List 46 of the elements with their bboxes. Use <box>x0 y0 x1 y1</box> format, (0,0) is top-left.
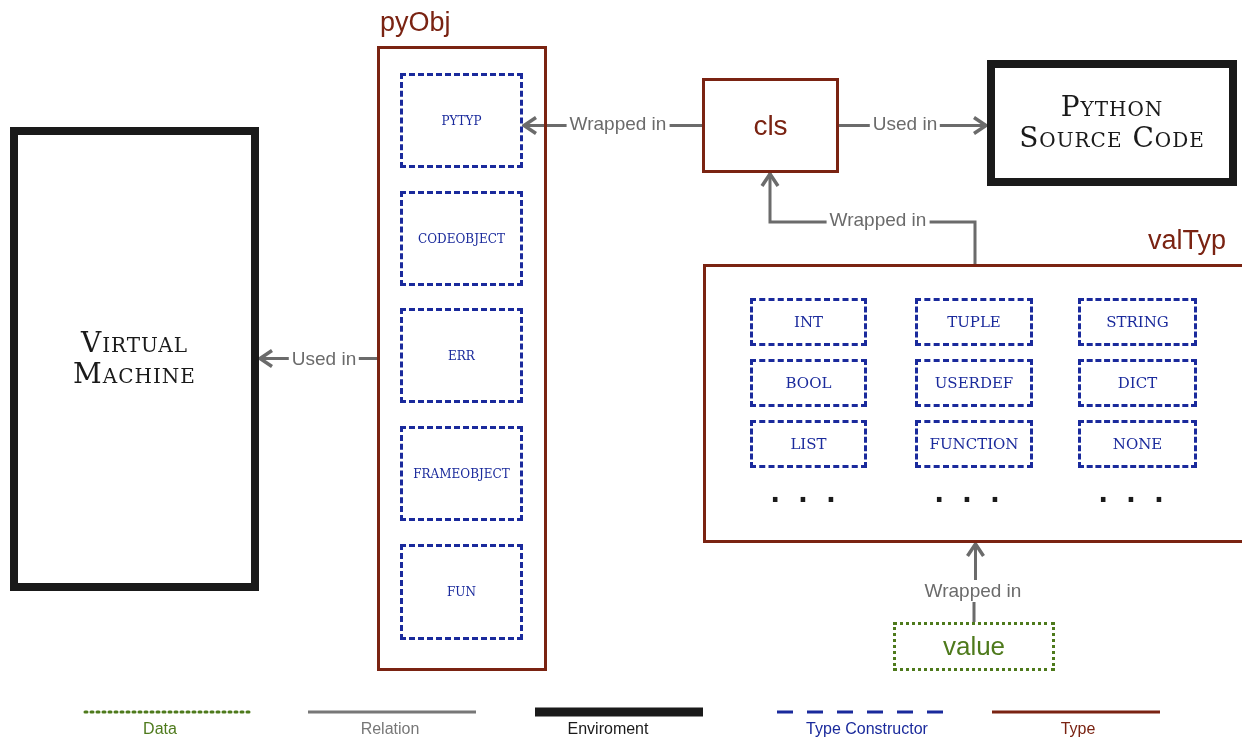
type-constructor-box <box>400 191 523 286</box>
type-constructor-box <box>1078 359 1197 407</box>
type-constructor-name: FRAMEOBJECT <box>413 466 510 481</box>
ellipsis: ... <box>770 478 854 508</box>
type-constructor-name: FUNCTION <box>929 435 1019 453</box>
ellipsis: ... <box>934 478 1018 508</box>
type-constructor-name: ERR <box>448 348 475 363</box>
type-constructor-name: BOOL <box>785 374 832 392</box>
environment-box <box>987 60 1237 186</box>
type-constructor-box <box>400 308 523 403</box>
type-constructor-box <box>750 420 867 468</box>
data-name: value <box>942 631 1006 662</box>
type-constructor-name: NONE <box>1112 435 1163 453</box>
legend-label: Type Constructor <box>806 720 928 738</box>
type-box <box>702 78 839 173</box>
environment-name: Virtual Machine <box>72 328 197 390</box>
type-constructor-name: DICT <box>1117 374 1158 392</box>
type-constructor-name: FUN <box>447 585 476 599</box>
ellipsis: ... <box>1098 478 1182 508</box>
type-constructor-box <box>750 298 867 346</box>
legend-label: Type <box>1060 720 1096 738</box>
type-constructor-box <box>1078 420 1197 468</box>
type-constructor-name: TUPLE <box>947 313 1001 331</box>
legend-label: Enviroment <box>567 720 649 738</box>
type-constructor-name: STRING <box>1106 313 1169 331</box>
environment-name: Python Source Code <box>1018 92 1206 154</box>
type-constructor-name: USERDEF <box>934 374 1014 392</box>
type-name: cls <box>753 109 788 142</box>
type-constructor-box <box>400 73 523 168</box>
data-box <box>893 622 1055 671</box>
type-name: pyObj <box>380 7 451 38</box>
type-constructor-box <box>915 298 1033 346</box>
type-constructor-name: LIST <box>790 435 827 453</box>
type-constructor-box <box>915 420 1033 468</box>
legend-label: Relation <box>360 720 420 738</box>
type-constructor-name: PYTYP <box>441 113 482 128</box>
type-constructor-name: INT <box>793 313 824 331</box>
type-constructor-box <box>750 359 867 407</box>
type-constructor-name: CODEOBJECT <box>418 231 505 246</box>
type-constructor-box <box>915 359 1033 407</box>
type-constructor-box <box>1078 298 1197 346</box>
legend-label: Data <box>143 720 177 738</box>
type-name: valTyp <box>1148 225 1227 256</box>
environment-box <box>10 127 259 591</box>
type-constructor-box <box>400 544 523 640</box>
type-constructor-box <box>400 426 523 521</box>
